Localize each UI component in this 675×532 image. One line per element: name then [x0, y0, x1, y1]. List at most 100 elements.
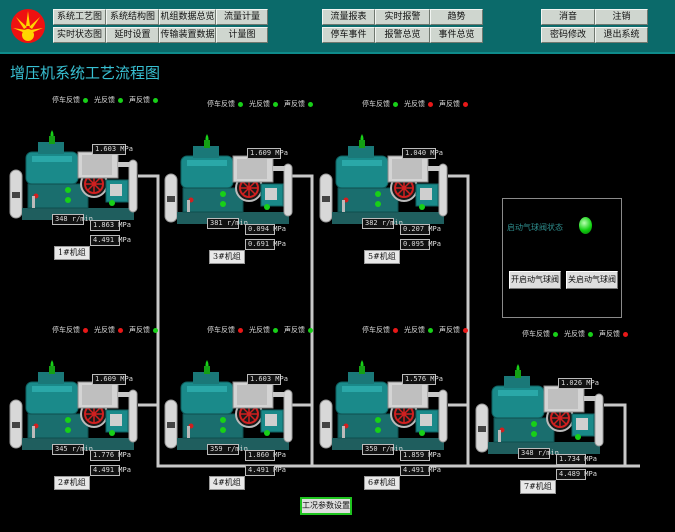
status-indicator-light-icon [118, 97, 123, 103]
status-indicator-light-icon [118, 327, 123, 333]
close-ball-valve-button[interactable]: 关启动气球阀 [566, 271, 618, 289]
compressor-graphic [164, 360, 293, 450]
pressure-mid-readout: 0.094 MPa [245, 224, 286, 235]
status-label-stop: 停车反馈 [362, 100, 390, 108]
nav-alarm-overview-button[interactable]: 报警总览 [375, 27, 430, 43]
ball-valve-status-label: 启动气球阀状态 [507, 223, 563, 232]
nav-system-structure-button[interactable]: 系统结构图 [106, 9, 159, 25]
top-toolbar: 系统工艺图 系统结构图 机组数据总览 流量计量 实时状态图 延时设置 传输装置数… [0, 0, 675, 54]
pressure-low-readout: 4.491 MPa [400, 465, 441, 476]
status-label-stop: 停车反馈 [207, 326, 235, 334]
speed-readout: 382 r/min [362, 218, 403, 229]
compressor-graphic [475, 364, 604, 454]
status-label-light: 光反馈 [249, 326, 270, 334]
pressure-low-readout: 4.491 MPa [245, 465, 286, 476]
unit-label: 3#机组 [209, 250, 245, 264]
pressure-low-readout: 0.095 MPa [400, 239, 441, 250]
nav-silence-button[interactable]: 消音 [541, 9, 595, 25]
nav-flow-measure-button[interactable]: 流量计量 [216, 9, 268, 25]
pressure-mid-readout: 1.863 MPa [90, 220, 131, 231]
status-label-stop: 停车反馈 [522, 330, 550, 338]
pressure-top-readout: 1.576 MPa [402, 374, 443, 385]
page-title: 增压机系统工艺流程图 [10, 64, 161, 82]
nav-transfer-device-data-button[interactable]: 传输装置数据 [159, 27, 216, 43]
nav-realtime-alarm-button[interactable]: 实时报警 [375, 9, 430, 25]
pressure-top-readout: 1.609 MPa [247, 148, 288, 159]
nav-shutdown-events-button[interactable]: 停车事件 [322, 27, 375, 43]
status-label-stop: 停车反馈 [207, 100, 235, 108]
ball-valve-panel: 启动气球阀状态 开启动气球阀 关启动气球阀 [502, 198, 622, 318]
unit-status-row: 停车反馈光反馈声反馈 [522, 329, 634, 339]
unit-label: 6#机组 [364, 476, 400, 490]
speed-readout: 348 r/min [52, 214, 93, 225]
pressure-top-readout: 1.609 MPa [92, 374, 133, 385]
status-indicator-sound-icon [153, 97, 158, 103]
nav-flow-report-button[interactable]: 流量报表 [322, 9, 375, 25]
status-label-sound: 声反馈 [129, 326, 150, 334]
pressure-mid-readout: 1.734 MPa [556, 454, 597, 465]
nav-exit-system-button[interactable]: 退出系统 [595, 27, 648, 43]
status-label-light: 光反馈 [249, 100, 270, 108]
status-label-light: 光反馈 [94, 326, 115, 334]
status-label-light: 光反馈 [404, 100, 425, 108]
nav-event-overview-button[interactable]: 事件总览 [430, 27, 483, 43]
speed-readout: 381 r/min [207, 218, 248, 229]
status-indicator-light-icon [273, 327, 278, 333]
status-indicator-light-icon [588, 331, 593, 337]
green-status-lamp-icon [579, 217, 592, 234]
status-label-light: 光反馈 [94, 96, 115, 104]
pressure-mid-readout: 1.860 MPa [245, 450, 286, 461]
compressor-graphic [319, 134, 448, 224]
operating-params-button[interactable]: 工况参数设置 [300, 497, 352, 515]
pressure-low-readout: 4.489 MPa [556, 469, 597, 480]
nav-unit-data-overview-button[interactable]: 机组数据总览 [159, 9, 216, 25]
status-indicator-stop-icon [553, 331, 558, 337]
pressure-low-readout: 4.491 MPa [90, 235, 131, 246]
open-ball-valve-button[interactable]: 开启动气球阀 [509, 271, 561, 289]
compressor-graphic [164, 134, 293, 224]
unit-status-row: 停车反馈光反馈声反馈 [362, 325, 474, 335]
pressure-top-readout: 1.026 MPa [558, 378, 599, 389]
status-label-stop: 停车反馈 [52, 96, 80, 104]
status-indicator-sound-icon [463, 101, 468, 107]
pressure-low-readout: 0.691 MPa [245, 239, 286, 250]
speed-readout: 348 r/min [518, 448, 559, 459]
speed-readout: 345 r/min [52, 444, 93, 455]
unit-label: 4#机组 [209, 476, 245, 490]
status-indicator-sound-icon [463, 327, 468, 333]
nav-trend-button[interactable]: 趋势 [430, 9, 483, 25]
pressure-top-readout: 1.603 MPa [92, 144, 133, 155]
nav-password-change-button[interactable]: 密码修改 [541, 27, 595, 43]
speed-readout: 359 r/min [207, 444, 248, 455]
pressure-mid-readout: 1.859 MPa [400, 450, 441, 461]
unit-status-row: 停车反馈 光反馈 声反馈 [207, 99, 319, 109]
status-label-sound: 声反馈 [439, 100, 460, 108]
status-indicator-stop-icon [393, 327, 398, 333]
pressure-mid-readout: 0.207 MPa [400, 224, 441, 235]
unit-label: 5#机组 [364, 250, 400, 264]
pressure-top-readout: 1.040 MPa [402, 148, 443, 159]
status-indicator-sound-icon [308, 327, 313, 333]
status-indicator-light-icon [273, 101, 278, 107]
status-indicator-sound-icon [308, 101, 313, 107]
compressor-graphic [9, 360, 138, 450]
nav-system-process-button[interactable]: 系统工艺图 [53, 9, 106, 25]
nav-delay-settings-button[interactable]: 延时设置 [106, 27, 159, 43]
pressure-low-readout: 4.491 MPa [90, 465, 131, 476]
nav-logout-button[interactable]: 注销 [595, 9, 648, 25]
unit-status-row: 停车反馈光反馈声反馈 [52, 325, 164, 335]
status-label-sound: 声反馈 [129, 96, 150, 104]
nav-realtime-status-button[interactable]: 实时状态图 [53, 27, 106, 43]
status-label-light: 光反馈 [564, 330, 585, 338]
status-label-sound: 声反馈 [284, 100, 305, 108]
nav-metering-chart-button[interactable]: 计量图 [216, 27, 268, 43]
